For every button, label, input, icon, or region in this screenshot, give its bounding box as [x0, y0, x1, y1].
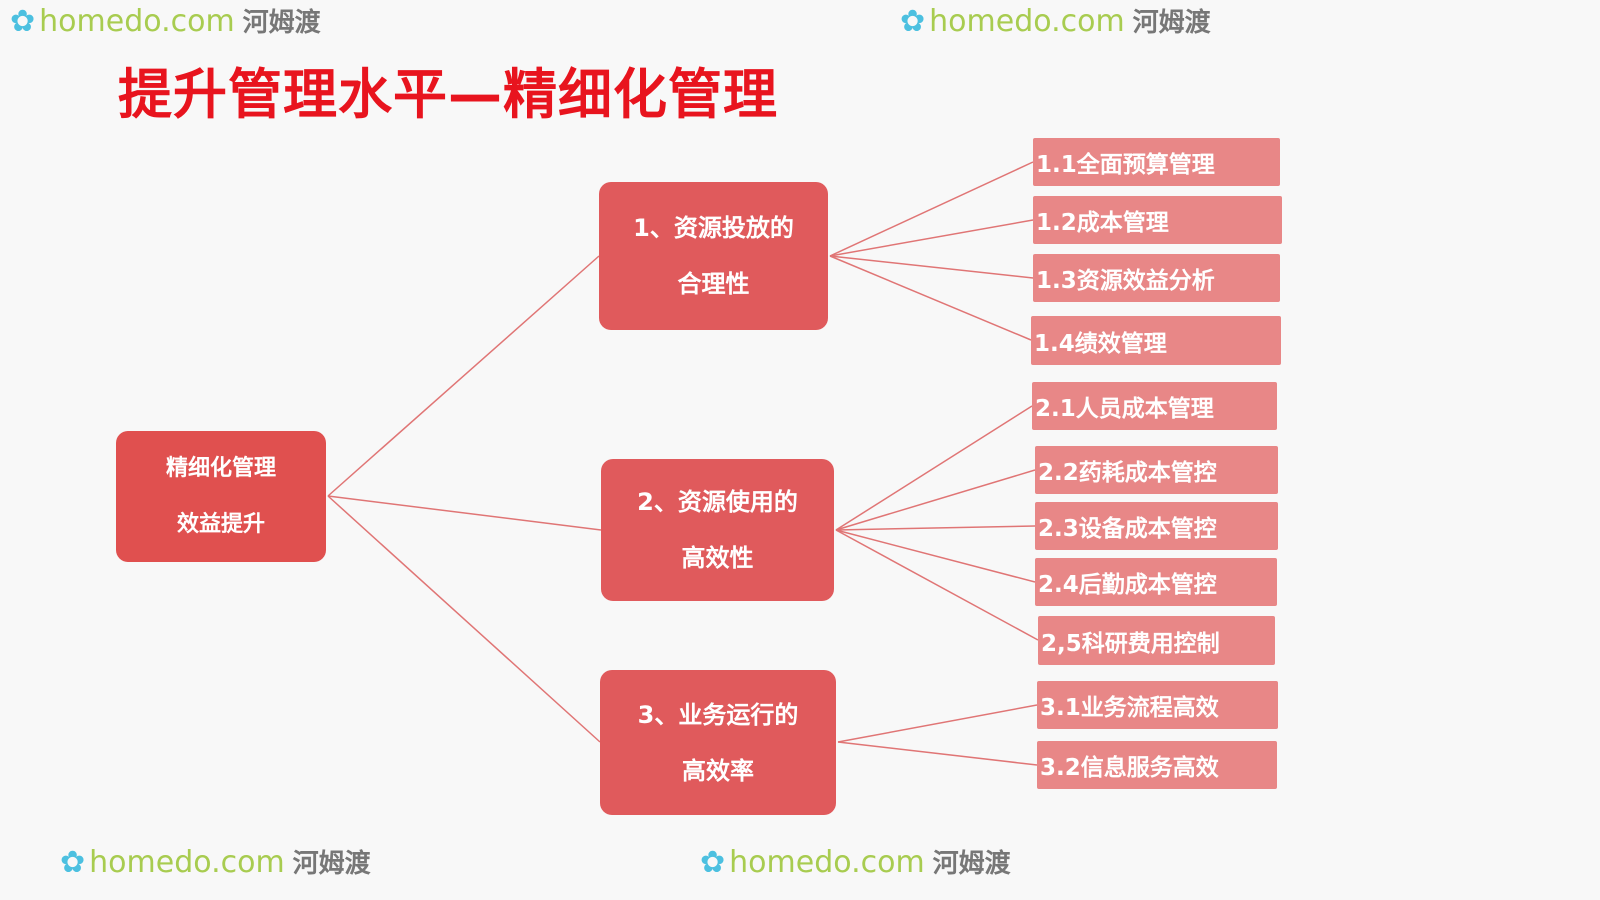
branch-node-1: 1、资源投放的 合理性	[599, 182, 828, 330]
leaf-node: 2.3设备成本管控	[1035, 502, 1278, 550]
root-line2: 效益提升	[176, 511, 265, 537]
connector	[835, 529, 1036, 583]
connector	[829, 219, 1034, 257]
root-line1: 精细化管理	[165, 455, 276, 481]
leaf-node: 1.4绩效管理	[1031, 316, 1281, 365]
branch-node-2: 2、资源使用的 高效性	[601, 459, 834, 601]
connector	[835, 529, 1039, 641]
connector	[837, 741, 1038, 766]
connector	[327, 495, 602, 531]
branch-line2: 高效性	[681, 544, 754, 572]
connector	[835, 405, 1033, 531]
leaf-node: 1.3资源效益分析	[1033, 254, 1280, 302]
leaf-node: 3.1业务流程高效	[1037, 681, 1278, 729]
root-node: 精细化管理 效益提升	[116, 431, 326, 562]
leaf-node: 2.1人员成本管理	[1032, 382, 1277, 430]
leaf-node: 3.2信息服务高效	[1037, 741, 1277, 789]
leaf-node: 2.4后勤成本管控	[1035, 558, 1277, 606]
leaf-node: 2.2药耗成本管控	[1035, 446, 1278, 494]
connector	[835, 469, 1036, 531]
leaf-node: 1.2成本管理	[1033, 196, 1282, 244]
connector	[835, 525, 1036, 531]
connector	[327, 495, 601, 743]
connector	[837, 704, 1038, 743]
branch-line2: 合理性	[677, 270, 750, 298]
connector	[829, 255, 1032, 341]
connector	[829, 255, 1034, 279]
leaf-node: 2,5科研费用控制	[1038, 616, 1275, 665]
connector	[327, 255, 600, 497]
branch-node-3: 3、业务运行的 高效率	[600, 670, 836, 815]
leaf-node: 1.1全面预算管理	[1033, 138, 1280, 186]
branch-line1: 2、资源使用的	[637, 488, 798, 516]
connector	[829, 161, 1034, 257]
branch-line1: 3、业务运行的	[637, 700, 799, 729]
branch-line1: 1、资源投放的	[633, 214, 794, 242]
page-title: 提升管理水平—精细化管理	[118, 63, 778, 126]
branch-line2: 高效率	[682, 756, 754, 785]
